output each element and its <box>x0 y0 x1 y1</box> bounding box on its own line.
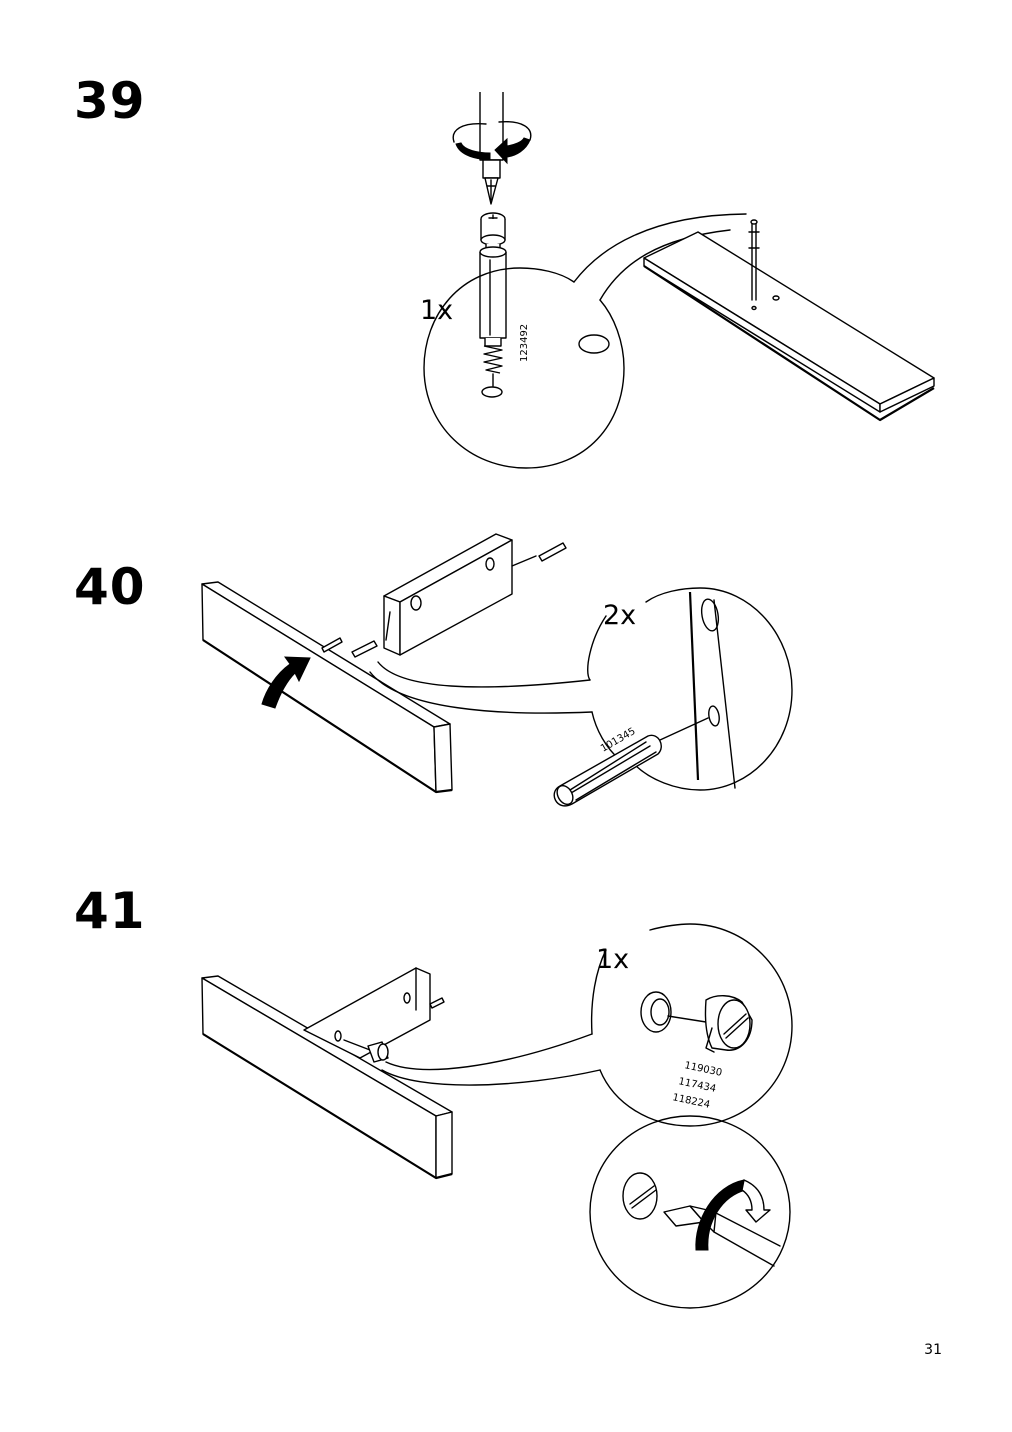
step-41-part-number-3: 118224 <box>671 1092 711 1111</box>
board-panel-icon <box>201 975 453 1180</box>
dowel-icon <box>351 640 378 658</box>
step-40-quantity: 2x <box>603 600 636 631</box>
step-39-part-number: 123492 <box>519 324 530 362</box>
cam-bolt-icon <box>479 212 507 398</box>
step-40-illustration: 2x 101345 <box>201 533 793 807</box>
step-number-39: 39 <box>74 72 146 130</box>
screwdriver-icon <box>479 92 504 205</box>
dowel-icon <box>553 734 662 807</box>
cam-lock-icon <box>704 995 753 1053</box>
step-41-part-number-1: 119030 <box>683 1060 723 1079</box>
step-39-illustration: 1x 123492 <box>420 92 935 469</box>
board-panel-icon <box>201 581 453 794</box>
rotate-arrow-icon <box>695 1179 771 1251</box>
step-41-part-number-2: 117434 <box>677 1076 717 1095</box>
step-number-41: 41 <box>74 882 146 940</box>
board-panel-icon <box>383 533 513 656</box>
step-41-quantity: 1x <box>596 944 629 975</box>
board-panel-icon <box>643 219 935 422</box>
step-41-illustration: 1x 119030 117434 118224 <box>201 923 793 1309</box>
cam-lock-icon <box>367 1041 389 1063</box>
step-number-40: 40 <box>74 558 146 616</box>
flip-arrow-icon <box>261 656 311 709</box>
step-39-quantity: 1x <box>420 295 453 326</box>
page-number: 31 <box>924 1342 942 1358</box>
rotate-arrow-icon <box>452 121 532 165</box>
